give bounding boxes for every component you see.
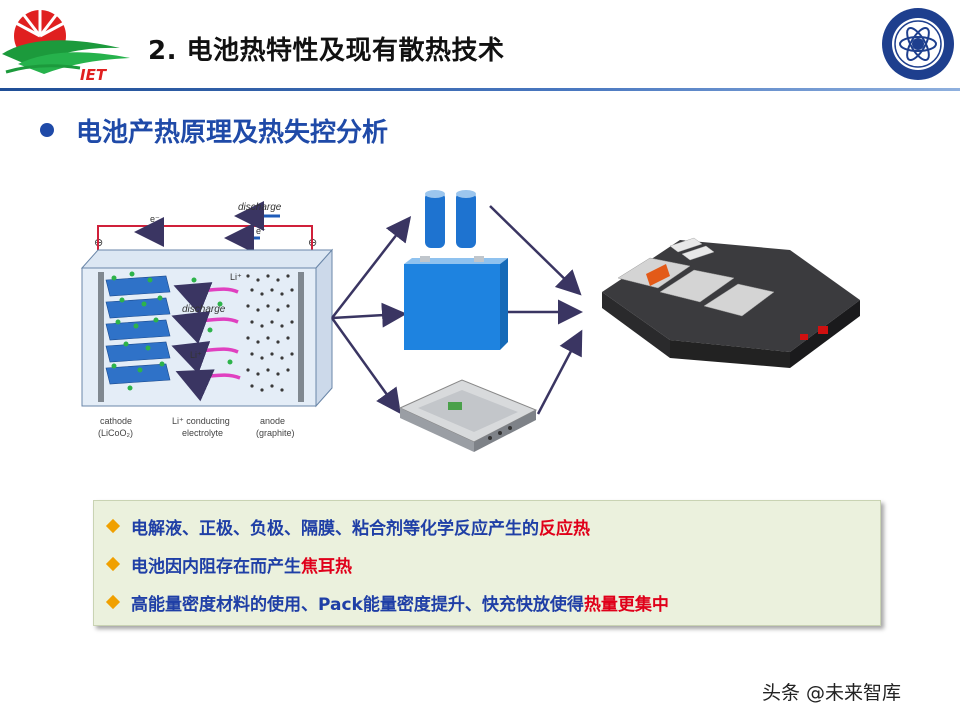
- module-cell-image: [398, 379, 538, 452]
- li-ion-label-top: Li⁺: [230, 272, 242, 282]
- ev-battery-pack-image: [602, 237, 860, 368]
- electrolyte-label: Li⁺ conducting: [172, 416, 230, 426]
- diamond-bullet-icon: [105, 556, 121, 572]
- list-item-text: 电池因内阻存在而产生: [131, 556, 301, 577]
- header-divider: [0, 88, 960, 91]
- list-item-highlight: 热量更集中: [583, 594, 669, 615]
- diamond-bullet-icon: [105, 594, 121, 610]
- flow-arrows: [330, 205, 583, 415]
- battery-diagram: ⊕ ⊖ e⁻ e⁻ discharge: [70, 180, 890, 480]
- list-item-highlight: 焦耳热: [301, 556, 352, 577]
- section-heading: 电池产热原理及热失控分析: [76, 118, 389, 148]
- source-watermark: 头条 @未来智库: [762, 682, 902, 704]
- cathode-sublabel: (LiCoO₂): [98, 428, 133, 438]
- anode-sublabel: (graphite): [256, 428, 295, 438]
- list-item-text: 电解液、正极、负极、隔膜、粘合剂等化学反应产生的: [131, 518, 539, 539]
- list-item: 电池因内阻存在而产生焦耳热: [105, 551, 352, 577]
- section-bullet-icon: [40, 123, 54, 137]
- li-ion-label-mid: Li⁺: [190, 350, 202, 360]
- li-ion-schematic: ⊕ ⊖ e⁻ e⁻ discharge: [80, 201, 334, 438]
- prismatic-cell-image: [404, 256, 508, 350]
- list-item: 电解液、正极、负极、隔膜、粘合剂等化学反应产生的反应热: [105, 513, 590, 539]
- electron-label: e⁻: [150, 214, 160, 224]
- electron-label-2: e⁻: [256, 226, 266, 236]
- cas-seal-logo: [880, 6, 956, 82]
- diamond-bullet-icon: [105, 518, 121, 534]
- iet-logo-text: IET: [80, 66, 108, 84]
- list-item-highlight: 反应热: [539, 518, 590, 539]
- cylindrical-cells-image: [425, 190, 476, 248]
- anode-label: anode: [260, 416, 285, 426]
- cathode-label: cathode: [100, 416, 132, 426]
- discharge-top-label: discharge: [238, 202, 282, 213]
- page-title: 2. 电池热特性及现有散热技术: [148, 36, 505, 66]
- discharge-mid-label: discharge: [182, 304, 226, 315]
- electrolyte-sublabel: electrolyte: [182, 428, 223, 438]
- heat-source-summary-box: 电解液、正极、负极、隔膜、粘合剂等化学反应产生的反应热 电池因内阻存在而产生焦耳…: [93, 500, 881, 626]
- iet-logo: IET: [0, 2, 135, 86]
- header-bar: [0, 0, 960, 92]
- list-item-text: 高能量密度材料的使用、Pack能量密度提升、快充快放使得: [131, 594, 584, 615]
- list-item: 高能量密度材料的使用、Pack能量密度提升、快充快放使得热量更集中: [105, 589, 669, 615]
